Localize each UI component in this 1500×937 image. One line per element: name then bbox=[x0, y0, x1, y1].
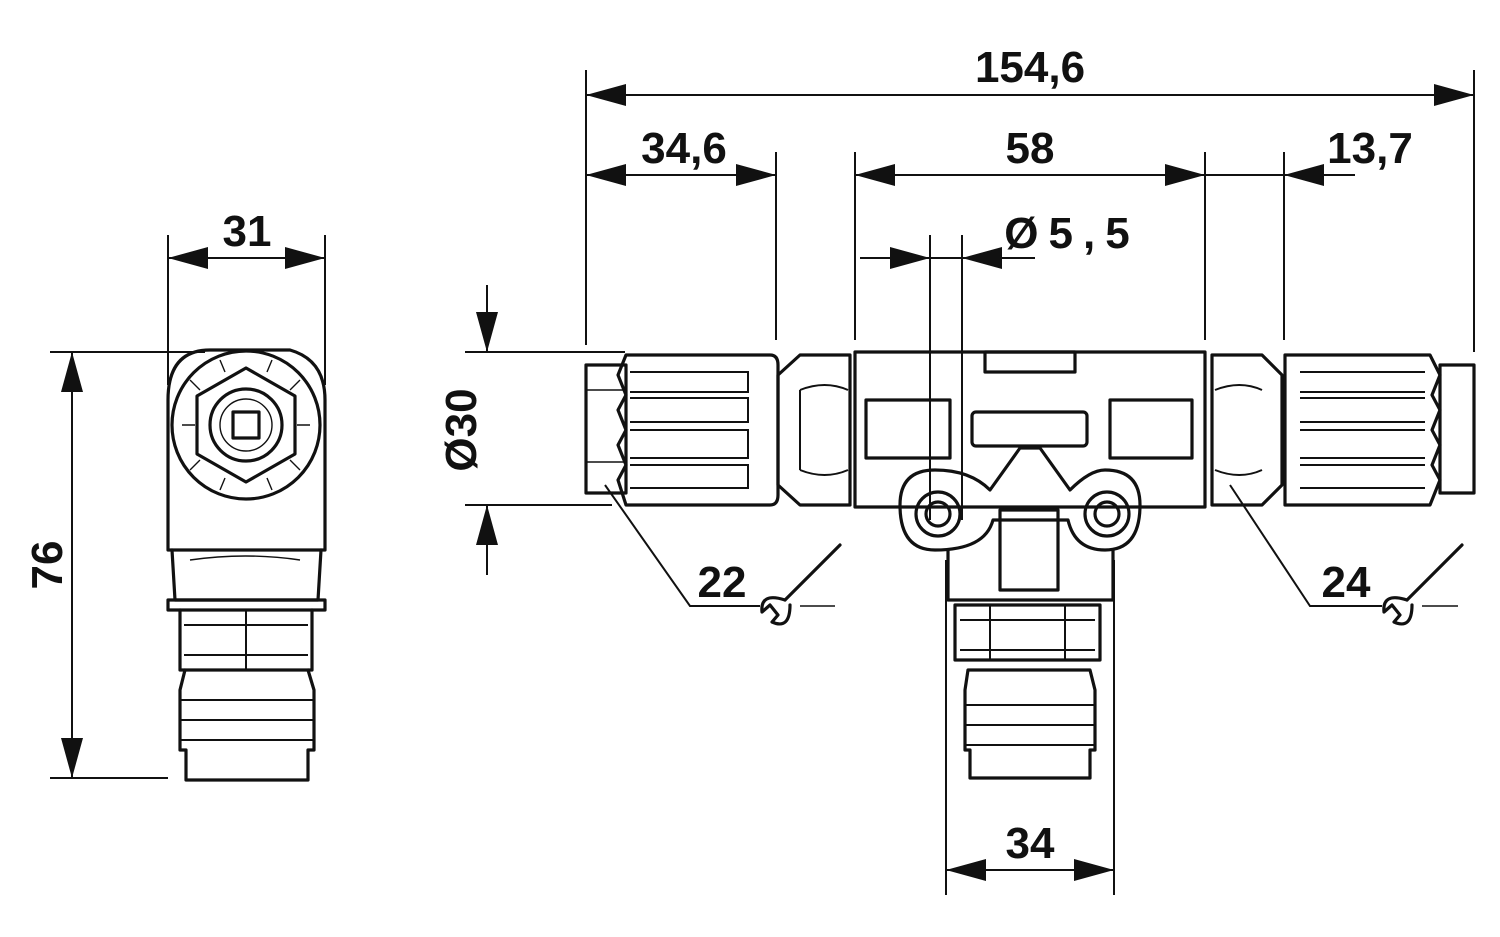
dim-center-body-length: 58 bbox=[1006, 124, 1055, 173]
mounting-hole-left bbox=[914, 490, 962, 538]
mounting-flange bbox=[898, 446, 1142, 552]
right-hex-nut bbox=[1210, 353, 1284, 507]
wrench-icon bbox=[760, 543, 842, 626]
right-coupling-tip bbox=[1438, 363, 1476, 495]
left-hex-nut bbox=[776, 353, 852, 507]
left-knurled-coupling bbox=[616, 353, 780, 507]
mounting-hole-right bbox=[1083, 490, 1131, 538]
dim-bottom-connector-width: 34 bbox=[1006, 819, 1055, 868]
right-knurled-coupling bbox=[1283, 353, 1442, 507]
dim-side-view-height: 76 bbox=[23, 541, 72, 590]
side-view-hex-nut bbox=[195, 366, 297, 484]
dim-body-diameter: Ø30 bbox=[437, 388, 486, 471]
front-view bbox=[584, 350, 1476, 780]
dim-wrench-size-left: 22 bbox=[698, 558, 747, 607]
side-view-head bbox=[166, 348, 327, 552]
side-view bbox=[166, 348, 327, 782]
dim-overall-length: 154,6 bbox=[975, 43, 1085, 92]
dimension-lines bbox=[50, 70, 1475, 895]
bottom-hex-nut bbox=[953, 603, 1102, 662]
dim-mounting-hole-diameter: Ø5,5 bbox=[1004, 209, 1139, 258]
wrench-icon bbox=[1382, 543, 1464, 626]
dim-left-connector-length: 34,6 bbox=[641, 124, 727, 173]
center-body bbox=[853, 350, 1207, 509]
dim-side-view-width: 31 bbox=[223, 207, 272, 256]
dim-right-connector-length: 13,7 bbox=[1327, 124, 1413, 173]
dim-wrench-size-right: 24 bbox=[1322, 558, 1371, 607]
bottom-thread bbox=[963, 668, 1097, 780]
